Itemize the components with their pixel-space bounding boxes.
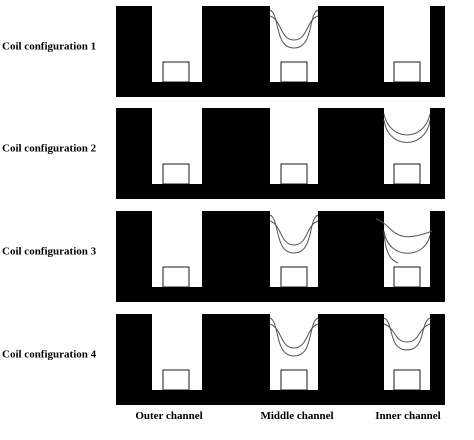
- configuration-label-3: Coil configuration 3: [2, 246, 97, 258]
- core-base: [116, 287, 445, 302]
- core-tooth-1: [116, 314, 152, 390]
- core-tooth-2: [202, 108, 270, 184]
- core-base: [116, 390, 445, 405]
- coil-middle: [280, 266, 308, 288]
- field-line-inner-2: [383, 230, 431, 254]
- coil-outer: [162, 163, 190, 185]
- core-tooth-4: [430, 6, 445, 82]
- coil-inner: [393, 61, 421, 83]
- configuration-row-4: Coil configuration 4: [2, 314, 445, 405]
- field-line-middle-2: [269, 15, 319, 41]
- configuration-label-2: Coil configuration 2: [2, 143, 97, 155]
- field-line-inner-3: [383, 232, 399, 264]
- core-tooth-1: [116, 6, 152, 82]
- coil-inner: [393, 163, 421, 185]
- configuration-row-1: Coil configuration 1: [2, 6, 445, 97]
- core-tooth-2: [202, 314, 270, 390]
- core-tooth-3: [318, 314, 384, 390]
- coil-middle: [280, 163, 308, 185]
- channel-label-inner: Inner channel: [375, 410, 441, 422]
- configuration-rows: Coil configuration 1 Coil configuration 2…: [2, 6, 445, 405]
- field-line-middle: [269, 214, 319, 254]
- core-tooth-3: [318, 6, 384, 82]
- configuration-row-3: Coil configuration 3: [2, 211, 445, 302]
- coil-outer: [162, 266, 190, 288]
- coil-inner: [393, 266, 421, 288]
- field-line-middle: [269, 317, 319, 357]
- field-line-middle: [269, 9, 319, 49]
- core-tooth-4: [430, 108, 445, 184]
- core-base: [116, 82, 445, 97]
- core-tooth-2: [202, 6, 270, 82]
- field-line-inner-2: [383, 119, 431, 143]
- coil-outer: [162, 61, 190, 83]
- field-line-inner: [375, 218, 433, 238]
- configuration-row-2: Coil configuration 2: [2, 108, 445, 199]
- coil-middle: [280, 61, 308, 83]
- core-tooth-1: [116, 108, 152, 184]
- core-tooth-3: [318, 211, 384, 287]
- coil-middle: [280, 369, 308, 391]
- field-line-inner-2: [383, 323, 431, 343]
- core-tooth-4: [430, 314, 445, 390]
- configuration-label-4: Coil configuration 4: [2, 349, 97, 361]
- core-tooth-4: [430, 211, 445, 287]
- core-base: [116, 184, 445, 199]
- core-tooth-3: [318, 108, 384, 184]
- field-line-inner: [383, 317, 431, 351]
- field-line-middle-2: [269, 323, 319, 349]
- channel-label-middle: Middle channel: [260, 410, 333, 422]
- configuration-label-1: Coil configuration 1: [2, 41, 96, 53]
- coil-inner: [393, 369, 421, 391]
- channel-label-outer: Outer channel: [135, 410, 202, 422]
- channel-labels: Outer channel Middle channel Inner chann…: [135, 410, 440, 422]
- core-tooth-2: [202, 211, 270, 287]
- coil-outer: [162, 369, 190, 391]
- field-line-middle-2: [269, 220, 319, 246]
- core-tooth-1: [116, 211, 152, 287]
- field-line-inner: [383, 113, 431, 136]
